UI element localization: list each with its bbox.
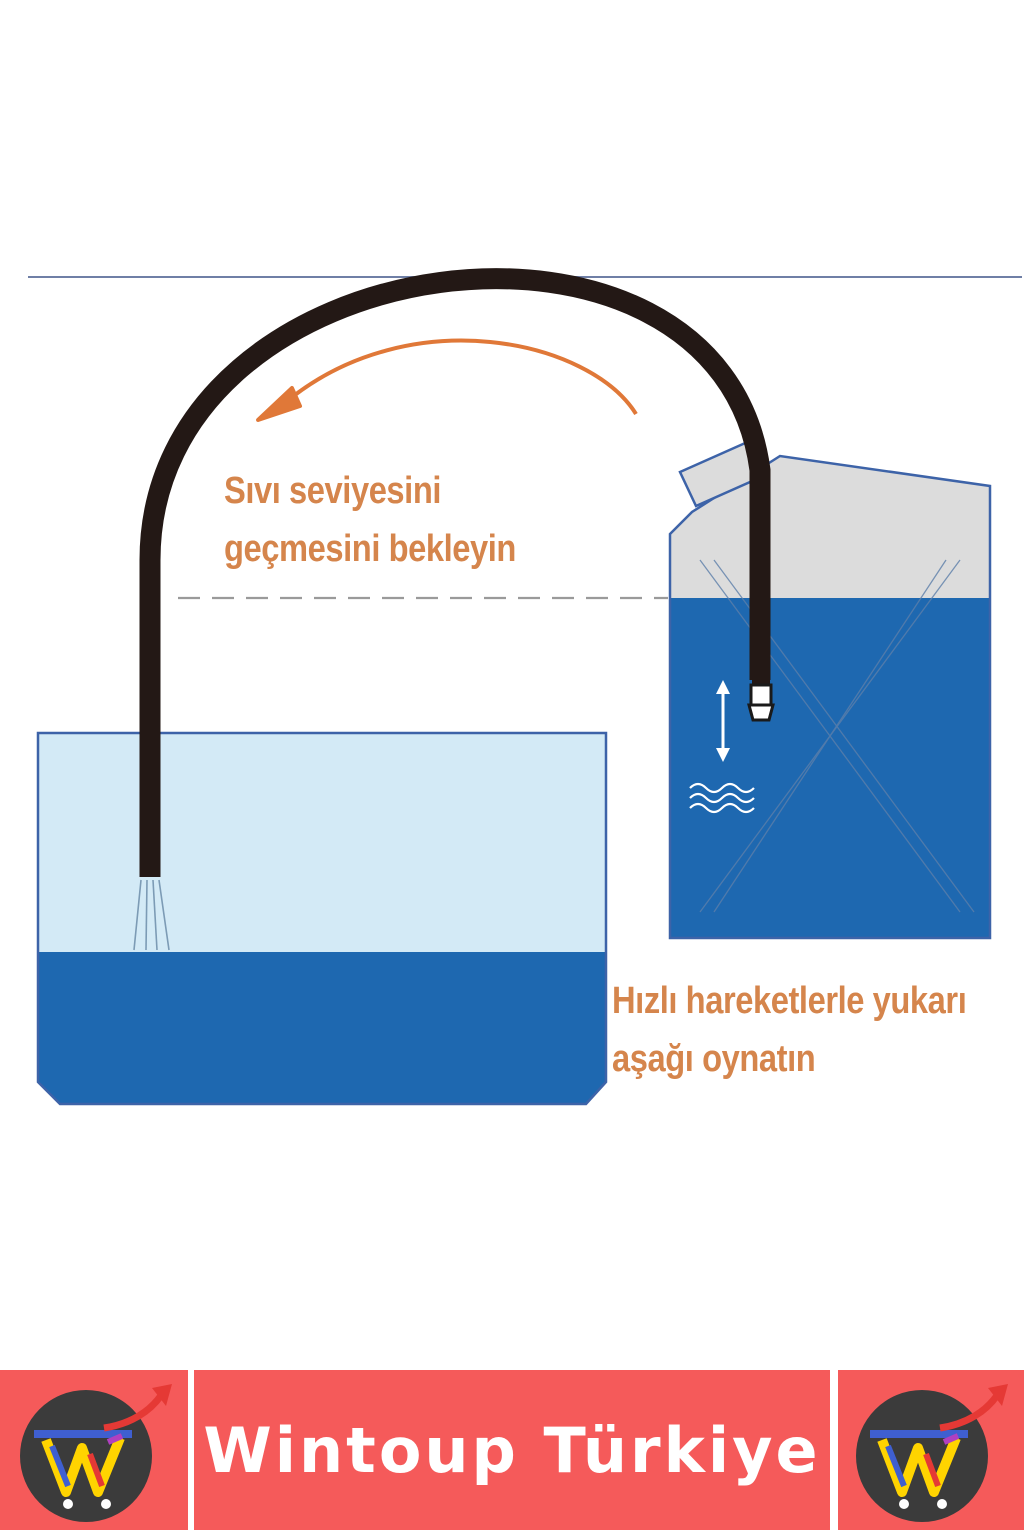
wait-caption-line1: Sıvı seviyesini xyxy=(224,470,442,512)
wait-caption: Sıvı seviyesini geçmesini bekleyin xyxy=(224,462,516,578)
siphon-diagram xyxy=(28,268,1022,1106)
shake-caption-line1: Hızlı hareketlerle yukarı xyxy=(612,980,967,1022)
wintoup-cart-logo xyxy=(856,1384,1008,1522)
flow-direction-arrow xyxy=(256,338,638,422)
footer-panel-left xyxy=(0,1370,188,1530)
outflow-stream xyxy=(133,879,170,951)
siphon-hose xyxy=(139,268,771,877)
up-down-arrow-icon xyxy=(716,680,730,762)
brand-footer: Wintoup Türkiye xyxy=(0,1366,1024,1536)
shaker-valve xyxy=(747,676,775,722)
wait-caption-line2: geçmesini bekleyin xyxy=(224,528,516,570)
footer-panel-center: Wintoup Türkiye xyxy=(194,1370,830,1530)
wintoup-cart-logo xyxy=(20,1384,172,1522)
shake-caption-line2: aşağı oynatın xyxy=(612,1038,816,1080)
wave-icon xyxy=(689,782,755,814)
shake-caption: Hızlı hareketlerle yukarı aşağı oynatın xyxy=(612,972,967,1088)
brand-name: Wintoup Türkiye xyxy=(203,1413,821,1487)
footer-panel-right xyxy=(838,1370,1024,1530)
source-jug xyxy=(668,438,992,940)
destination-tank xyxy=(36,731,608,1106)
